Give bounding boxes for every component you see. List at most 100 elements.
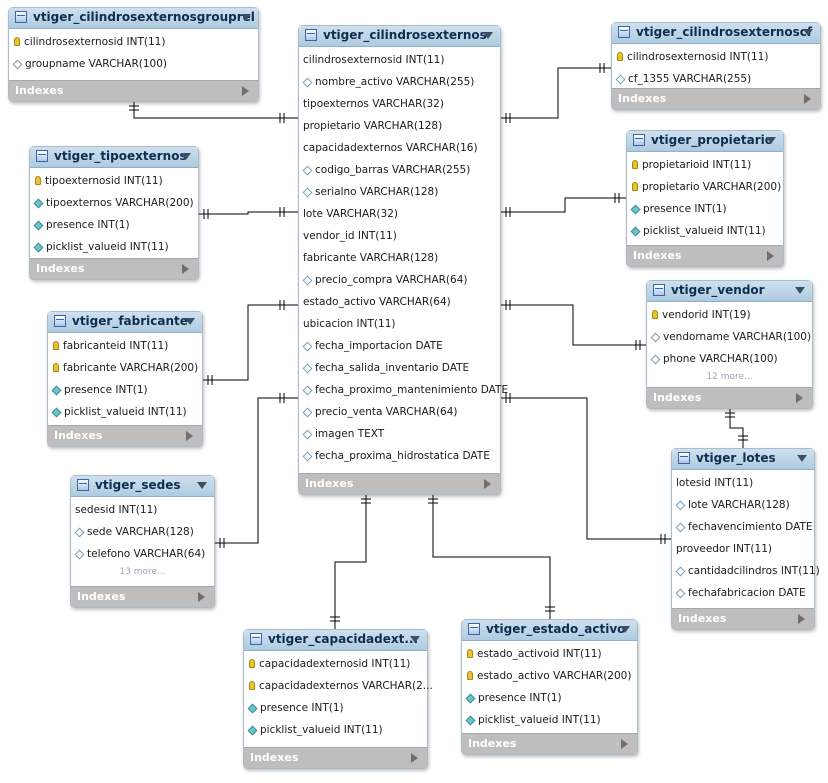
table-header[interactable]: vtiger_lotes (672, 449, 814, 470)
column-row[interactable]: picklist_valueid INT(11) (627, 220, 783, 242)
indexes-bar[interactable]: Indexes (30, 258, 198, 279)
table-header[interactable]: vtiger_vendor (647, 281, 812, 302)
table-header[interactable]: vtiger_capacidadext... (244, 630, 427, 651)
column-row[interactable]: capacidadexternosid INT(11) (244, 653, 427, 675)
column-row[interactable]: presence INT(1) (627, 198, 783, 220)
column-row[interactable]: picklist_valueid INT(11) (48, 401, 202, 423)
column-row[interactable]: precio_venta VARCHAR(64) (299, 401, 500, 423)
column-row[interactable]: nombre_activo VARCHAR(255) (299, 71, 500, 93)
column-row[interactable]: proveedor INT(11) (672, 538, 814, 560)
expand-arrow-icon[interactable] (242, 86, 249, 96)
column-row[interactable]: vendorname VARCHAR(100) (647, 326, 812, 348)
more-columns-link[interactable]: 13 more... (119, 567, 166, 577)
column-row[interactable]: fecha_proxima_hidrostatica DATE (299, 445, 500, 467)
table-header[interactable]: vtiger_cilindrosexternosgrouprel (9, 8, 258, 29)
column-row[interactable]: fechafabricacion DATE (672, 582, 814, 604)
column-row[interactable]: cilindrosexternosid INT(11) (299, 49, 500, 71)
table-header[interactable]: vtiger_cilindrosexternos (299, 26, 500, 47)
column-row[interactable]: picklist_valueid INT(11) (30, 236, 198, 258)
column-row[interactable]: presence INT(1) (462, 687, 637, 709)
column-row[interactable]: cilindrosexternosid INT(11) (9, 31, 258, 53)
table-header[interactable]: vtiger_fabricante (48, 312, 202, 333)
collapse-arrow-icon[interactable] (181, 153, 191, 160)
table-header[interactable]: vtiger_estado_activo (462, 620, 637, 641)
column-row[interactable]: picklist_valueid INT(11) (244, 719, 427, 741)
column-row[interactable]: cantidadcilindros INT(11) (672, 560, 820, 582)
indexes-bar[interactable]: Indexes (299, 473, 500, 494)
column-row[interactable]: imagen TEXT (299, 423, 500, 445)
column-row[interactable]: estado_activoid INT(11) (462, 643, 637, 665)
collapse-arrow-icon[interactable] (197, 482, 207, 489)
collapse-arrow-icon[interactable] (795, 287, 805, 294)
expand-arrow-icon[interactable] (186, 431, 193, 441)
indexes-bar[interactable]: Indexes (627, 245, 783, 266)
indexes-bar[interactable]: Indexes (612, 88, 820, 109)
column-row[interactable]: fechavencimiento DATE (672, 516, 814, 538)
column-row[interactable]: telefono VARCHAR(64) (71, 543, 214, 565)
table-header[interactable]: vtiger_propietario (627, 131, 783, 152)
collapse-arrow-icon[interactable] (185, 318, 195, 325)
column-row[interactable]: tipoexternos VARCHAR(200) (30, 192, 198, 214)
collapse-arrow-icon[interactable] (766, 137, 776, 144)
indexes-bar[interactable]: Indexes (48, 425, 202, 446)
column-row[interactable]: lotesid INT(11) (672, 472, 814, 494)
column-row[interactable]: vendorid INT(19) (647, 304, 812, 326)
table-header[interactable]: vtiger_sedes (71, 476, 214, 497)
column-row[interactable]: capacidadexternos VARCHAR(2... (244, 675, 433, 697)
collapse-arrow-icon[interactable] (620, 626, 630, 633)
column-row[interactable]: ubicacion INT(11) (299, 313, 500, 335)
column-row[interactable]: cilindrosexternosid INT(11) (612, 46, 820, 68)
column-row[interactable]: sede VARCHAR(128) (71, 521, 214, 543)
column-row[interactable]: tipoexternos VARCHAR(32) (299, 93, 500, 115)
column-row[interactable]: capacidadexternos VARCHAR(16) (299, 137, 500, 159)
expand-arrow-icon[interactable] (621, 739, 628, 749)
column-row[interactable]: presence INT(1) (244, 697, 427, 719)
column-row[interactable]: fecha_salida_inventario DATE (299, 357, 500, 379)
column-row[interactable]: fabricanteid INT(11) (48, 335, 202, 357)
column-row[interactable]: presence INT(1) (30, 214, 198, 236)
column-row[interactable]: phone VARCHAR(100) (647, 348, 812, 370)
expand-arrow-icon[interactable] (796, 393, 803, 403)
column-row[interactable]: fecha_importacion DATE (299, 335, 500, 357)
column-row[interactable]: fabricante VARCHAR(200) (48, 357, 202, 379)
column-row[interactable]: groupname VARCHAR(100) (9, 53, 258, 75)
column-row[interactable]: lote VARCHAR(128) (672, 494, 814, 516)
expand-arrow-icon[interactable] (484, 479, 491, 489)
expand-arrow-icon[interactable] (198, 592, 205, 602)
column-row[interactable]: fabricante VARCHAR(128) (299, 247, 500, 269)
collapse-arrow-icon[interactable] (803, 29, 813, 36)
column-row[interactable]: propietario VARCHAR(128) (299, 115, 500, 137)
column-row[interactable]: estado_activo VARCHAR(200) (462, 665, 637, 687)
expand-arrow-icon[interactable] (767, 251, 774, 261)
column-row[interactable]: lote VARCHAR(32) (299, 203, 500, 225)
column-row[interactable]: serialno VARCHAR(128) (299, 181, 500, 203)
column-row[interactable]: sedesid INT(11) (71, 499, 214, 521)
expand-arrow-icon[interactable] (411, 753, 418, 763)
collapse-arrow-icon[interactable] (483, 32, 493, 39)
column-row[interactable]: precio_compra VARCHAR(64) (299, 269, 500, 291)
table-vtiger-capacidadext[interactable]: vtiger_capacidadext...capacidadexternosi… (243, 629, 433, 769)
indexes-bar[interactable]: Indexes (462, 733, 637, 754)
expand-arrow-icon[interactable] (182, 264, 189, 274)
table-header[interactable]: vtiger_tipoexternos (30, 147, 198, 168)
expand-arrow-icon[interactable] (798, 614, 805, 624)
indexes-bar[interactable]: Indexes (71, 586, 214, 607)
collapse-arrow-icon[interactable] (797, 455, 807, 462)
indexes-bar[interactable]: Indexes (9, 80, 258, 101)
column-row[interactable]: propietario VARCHAR(200) (627, 176, 783, 198)
column-row[interactable]: vendor_id INT(11) (299, 225, 500, 247)
collapse-arrow-icon[interactable] (241, 14, 251, 21)
indexes-bar[interactable]: Indexes (672, 608, 814, 629)
table-header[interactable]: vtiger_cilindrosexternoscf (612, 23, 820, 44)
column-row[interactable]: estado_activo VARCHAR(64) (299, 291, 500, 313)
column-row[interactable]: presence INT(1) (48, 379, 202, 401)
expand-arrow-icon[interactable] (804, 94, 811, 104)
collapse-arrow-icon[interactable] (410, 636, 420, 643)
indexes-bar[interactable]: Indexes (647, 387, 812, 408)
